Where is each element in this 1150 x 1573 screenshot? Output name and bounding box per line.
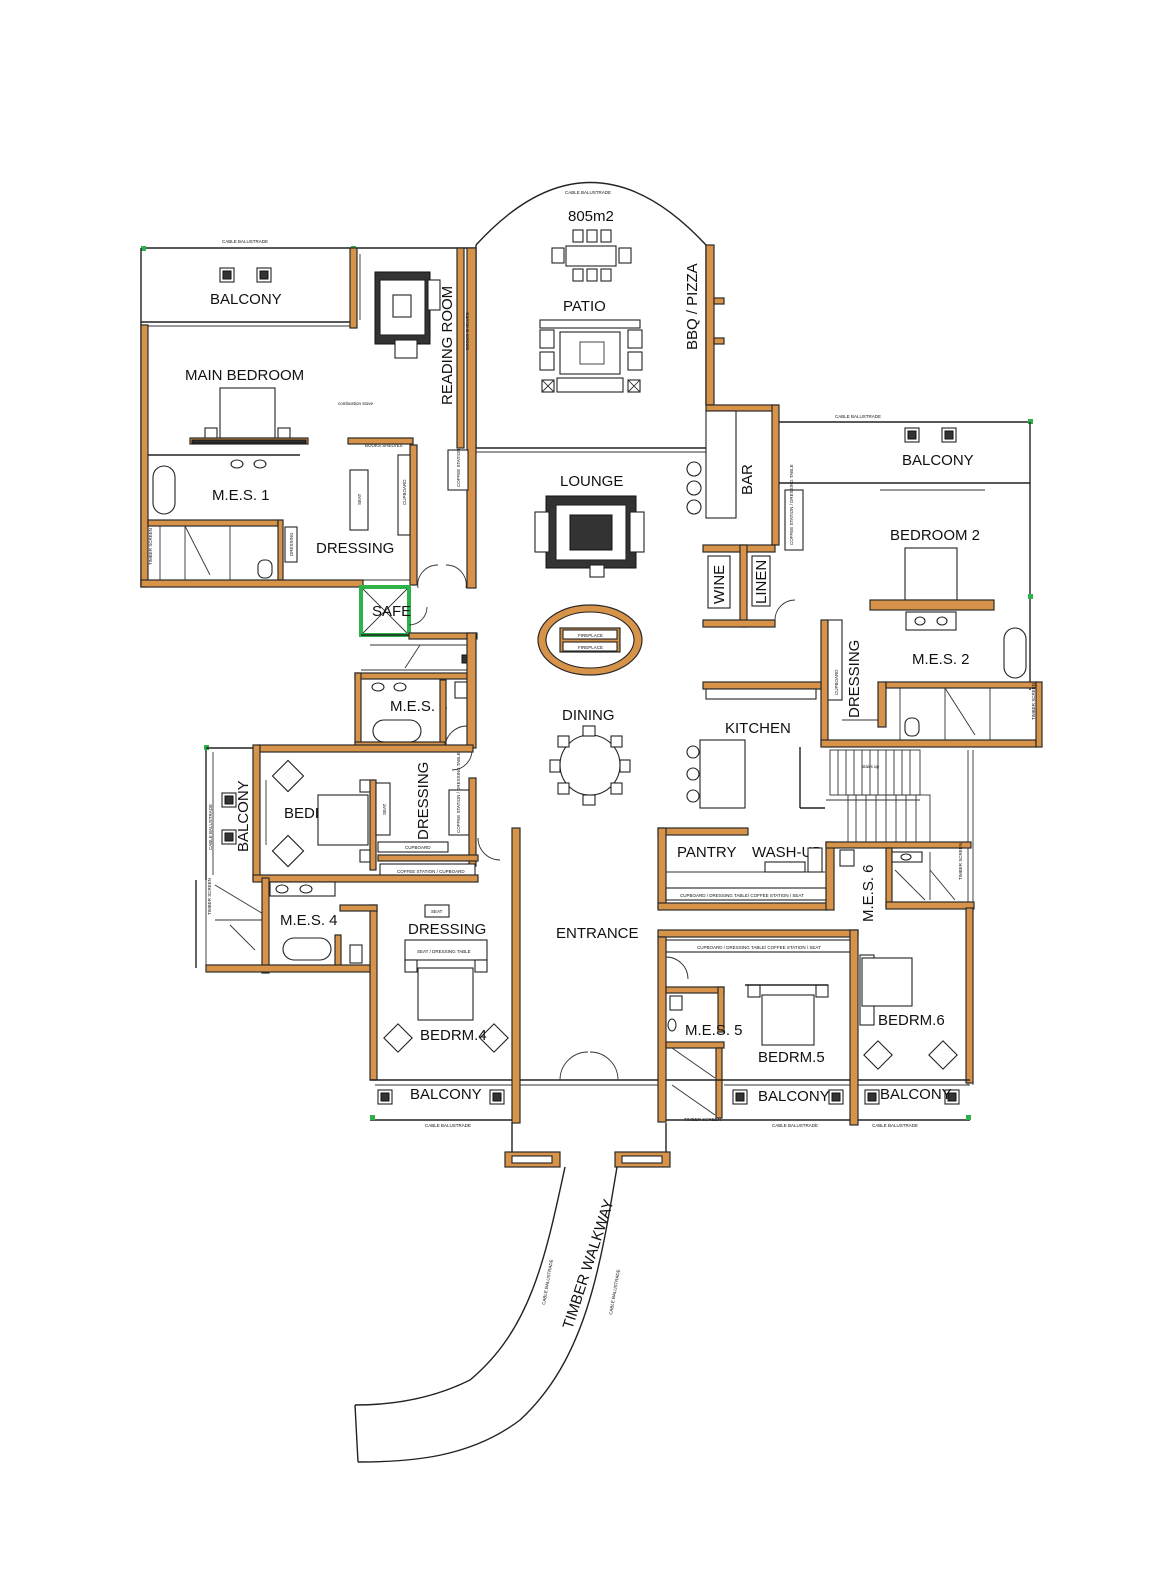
entrance-area: ENTRANCE <box>504 925 671 1168</box>
coffee-dressing-2-label: COFFEE STATION / DRESSING TABLE <box>789 464 794 545</box>
main-balcony-balustrade: CABLE BALUSTRADE <box>222 239 268 244</box>
combustion-stove-label: combustion stove <box>338 401 374 406</box>
cupboard-1-label: CUPBOARD <box>402 479 407 505</box>
books-shelves-label: BOOKS SHELVES <box>465 312 470 350</box>
reading-room-label: READING ROOM <box>439 286 456 405</box>
mes3-room: M.E.S. 3 <box>354 632 478 771</box>
mes2-label: M.E.S. 2 <box>912 651 970 668</box>
bedroom3-wing: CABLE BALUSTRADE BALCONY BEDRM.3 SEAT DR… <box>204 744 501 883</box>
dressing3-label: DRESSING <box>415 762 432 840</box>
seat-4-label: SEAT <box>431 909 443 914</box>
bedroom2-balustrade: CABLE BALUSTRADE <box>835 414 881 419</box>
dining-label: DINING <box>562 707 615 724</box>
bedroom5-balustrade: CABLE BALUSTRADE <box>772 1123 818 1128</box>
dining-table <box>549 725 631 806</box>
main-bedroom-label: MAIN BEDROOM <box>185 367 304 384</box>
patio-lounge-set <box>539 319 643 393</box>
area-label: 805m2 <box>568 208 614 225</box>
fireplace-2-label: FIREPLACE <box>578 645 603 650</box>
patio-label: PATIO <box>563 298 606 315</box>
walkway-balustrade-right: CABLE BALUSTRADE <box>608 1269 621 1315</box>
balcony5-label: BALCONY <box>758 1088 830 1105</box>
main-bedroom-wing: CABLE BALUSTRADE BALCONY READING ROOM BO… <box>140 239 477 589</box>
mes3-label: M.E.S. 3 <box>390 698 448 715</box>
kitchen-label: KITCHEN <box>725 720 791 737</box>
timber-screen-6-label: TIMBER SCREEN <box>958 843 963 880</box>
bedroom3-balustrade: CABLE BALUSTRADE <box>208 804 213 850</box>
dressing-small-label: DRESSING <box>289 532 294 556</box>
bedrm5-label: BEDRM.5 <box>758 1049 825 1066</box>
balcony2-label: BALCONY <box>902 452 974 469</box>
coffee-cupboard-3-label: COFFEE STATION / CUPBOARD <box>397 869 465 874</box>
kitchen-area: KITCHEN stairs up <box>686 681 974 1085</box>
dressing2-label: DRESSING <box>846 640 863 718</box>
bedroom2-label: BEDROOM 2 <box>890 527 980 544</box>
pantry-area: PANTRY WASH-UP CUPBOARD / DRESSING TABLE… <box>657 827 975 922</box>
wine-label: WINE <box>711 565 728 604</box>
entrance-label: ENTRANCE <box>556 925 639 942</box>
mes4-label: M.E.S. 4 <box>280 912 338 929</box>
bedroom4-balustrade: CABLE BALUSTRADE <box>425 1123 471 1128</box>
lounge-label: LOUNGE <box>560 473 623 490</box>
bbq-label: BBQ / PIZZA <box>684 263 701 350</box>
safe-room: SAFE <box>359 585 428 637</box>
bedroom6-balustrade: CABLE BALUSTRADE <box>872 1123 918 1128</box>
washup-label: WASH-UP <box>752 844 822 861</box>
timber-screen-4-label: TIMBER SCREEN <box>207 878 212 915</box>
linen-label: LINEN <box>753 560 770 604</box>
bedroom2-wing: CABLE BALUSTRADE BALCONY COFFEE STATION … <box>779 414 1043 748</box>
timber-screen-2-label: TIMBER SCREEN <box>1031 683 1036 720</box>
balcony3-label: BALCONY <box>235 780 252 852</box>
cupboard-row-2-label: CUPBOARD / DRESSING TABLE/ COFFEE STATIO… <box>697 945 821 950</box>
lounge-area: LOUNGE <box>534 473 645 578</box>
patio-balustrade-label: CABLE BALUSTRADE <box>565 190 611 195</box>
fireplace-1-label: FIREPLACE <box>578 633 603 638</box>
bedroom5-wing: CUPBOARD / DRESSING TABLE/ COFFEE STATIO… <box>657 929 859 1128</box>
mes1-label: M.E.S. 1 <box>212 487 270 504</box>
bedrm4-label: BEDRM.4 <box>420 1027 487 1044</box>
coffee-station-1-label: COFFEE STATION <box>456 449 461 487</box>
seat-3-label: SEAT <box>382 803 387 815</box>
cupboard-2-label: CUPBOARD <box>834 669 839 695</box>
walkway-balustrade-left: CABLE BALUSTRADE <box>541 1259 554 1305</box>
timber-screen-1-label: TIMBER SCREEN <box>148 528 153 565</box>
pantry-label: PANTRY <box>677 844 736 861</box>
bedrm6-label: BEDRM.6 <box>878 1012 945 1029</box>
coffee-dressing-3-label: COFFEE STATION / DRESSING TABLE <box>456 752 461 833</box>
stairs-up-label: stairs up <box>862 764 880 769</box>
patio-dining-table <box>551 229 632 282</box>
bedroom6-wing: BEDRM.6 BALCONY CABLE BALUSTRADE <box>858 907 974 1128</box>
cupboard-3-label: CUPBOARD <box>405 845 431 850</box>
mes6-label: M.E.S. 6 <box>860 864 877 922</box>
mes5-label: M.E.S. 5 <box>685 1022 743 1039</box>
bar-area: BAR WINE LINEN <box>686 404 796 628</box>
fireplace: FIREPLACE FIREPLACE <box>537 604 643 676</box>
balcony4-label: BALCONY <box>410 1086 482 1103</box>
cupboard-row-1-label: CUPBOARD / DRESSING TABLE/ COFFEE STATIO… <box>680 893 804 898</box>
safe-label: SAFE <box>372 603 411 620</box>
bedroom4-wing: SEAT DRESSING SEAT / DRESSING TABLE BEDR… <box>370 827 521 1128</box>
seat-dressing-4-label: SEAT / DRESSING TABLE <box>417 949 471 954</box>
seat-1-label: SEAT <box>357 493 362 505</box>
bar-label: BAR <box>739 464 756 495</box>
dressing4-label: DRESSING <box>408 921 486 938</box>
books-shelves-2-label: BOOKS SHELVES <box>365 443 403 448</box>
main-balcony-label: BALCONY <box>210 291 282 308</box>
timber-walkway: TIMBER WALKWAY CABLE BALUSTRADE CABLE BA… <box>354 1166 621 1463</box>
balcony6-label: BALCONY <box>880 1086 952 1103</box>
dressing-1-label: DRESSING <box>316 540 394 557</box>
mes4-room: TIMBER SCREEN M.E.S. 4 <box>195 877 378 1081</box>
patio-arc <box>475 181 707 246</box>
